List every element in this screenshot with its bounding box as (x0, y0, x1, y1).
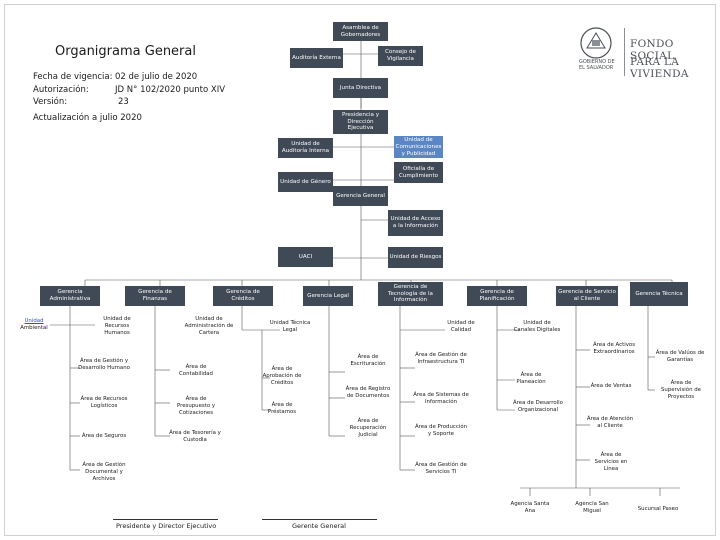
logo-name-line1: FONDO SOCIAL (630, 38, 675, 62)
logo-name-line2: PARA LA VIVIENDA (630, 56, 689, 80)
box-presidencia: Presidencia y Dirección Ejecutiva (333, 110, 388, 134)
actualizacion-text: Actualización a julio 2020 (33, 113, 142, 123)
autorizacion-value: JD N° 102/2020 punto XIV (115, 85, 226, 95)
unidad-link[interactable]: Unidad (24, 318, 44, 324)
item-registro: Área de Registro de Documentos (345, 386, 391, 400)
box-junta-directiva: Junta Directiva (333, 78, 388, 98)
box-auditoria-interna: Unidad de Auditoría Interna (278, 138, 333, 158)
item-atencion-cliente: Área de Atención al Cliente (586, 416, 634, 430)
item-activos-extraordinarios: Área de Activos Extraordinarios (592, 342, 636, 356)
box-acceso-informacion: Unidad de Acceso a la Información (388, 210, 443, 236)
item-gestion-documental: Área de Gestión Documental y Archivos (82, 462, 126, 483)
box-genero: Unidad de Género (278, 172, 333, 192)
item-recuperacion: Área de Recuperación Judicial (349, 418, 387, 439)
box-uaci: UACI (278, 247, 333, 267)
signature-left: Presidente y Director Ejecutivo (116, 522, 217, 530)
item-calidad: Unidad de Calidad (447, 320, 475, 334)
item-contabilidad: Área de Contabilidad (179, 364, 213, 378)
box-consejo-vigilancia: Consejo de Vigilancia (378, 46, 423, 66)
item-canales-digitales: Unidad de Canales Digitales (513, 320, 561, 334)
item-planeacion: Área de Planeación (516, 372, 546, 386)
item-produccion: Área de Producción y Soporte (414, 424, 468, 438)
item-aprobacion: Área de Aprobación de Créditos (262, 366, 302, 387)
item-agencia-santa-ana: Agencia Santa Ana (510, 501, 550, 515)
logo-divider (624, 28, 625, 76)
item-infraestructura: Área de Gestión de Infraestructura TI (415, 352, 467, 366)
box-cumplimiento: Oficialía de Cumplimiento (394, 162, 443, 183)
item-tesoreria: Área de Tesorería y Custodia (169, 430, 221, 444)
box-gerencia-general: Gerencia General (333, 186, 388, 206)
box-auditoria-externa: Auditoría Externa (290, 48, 343, 68)
box-gerencia-tecnologia: Gerencia de Tecnología de la Información (378, 282, 443, 306)
box-asamblea: Asamblea de Gobernadores (333, 22, 388, 41)
gov-line2: EL SALVADOR (579, 65, 614, 71)
item-recursos-humanos: Unidad de Recursos Humanos (103, 316, 131, 337)
item-presupuesto: Área de Presupuesto y Cotizaciones (176, 396, 216, 417)
autorizacion-row: Autorización: JD N° 102/2020 punto XIV (33, 85, 225, 95)
version-label: Versión: (33, 97, 68, 107)
item-valuos: Área de Valúos de Garantías (655, 350, 705, 364)
box-gerencia-tecnica: Gerencia Técnica (630, 282, 688, 306)
box-gerencia-legal: Gerencia Legal (303, 286, 353, 306)
item-desarrollo-organizacional: Área de Desarrollo Organizacional (513, 400, 563, 414)
item-supervision: Área de Supervisión de Proyectos (661, 380, 701, 401)
item-servicios-ti: Área de Gestión de Servicios TI (415, 462, 467, 476)
box-gerencia-creditos: Gerencia de Créditos (213, 286, 273, 306)
vigencia-value: 02 de julio de 2020 (115, 72, 198, 82)
box-riesgos: Unidad de Riesgos (388, 247, 443, 268)
box-comunicaciones: Unidad de Comunicaciones y Publicidad (394, 136, 443, 158)
item-ventas: Área de Ventas (590, 383, 632, 389)
coat-of-arms-icon (580, 27, 612, 59)
signature-line-right (262, 519, 377, 520)
item-escrituracion: Área de Escrituración (350, 354, 386, 368)
box-gerencia-finanzas: Gerencia de Finanzas (125, 286, 185, 306)
version-value: 23 (118, 97, 129, 107)
item-sistemas: Área de Sistemas de Información (413, 392, 469, 406)
box-gerencia-administrativa: Gerencia Administrativa (40, 286, 100, 306)
version-row: Versión: 23 (33, 97, 129, 107)
item-tecnica-legal: Unidad Técnica Legal (269, 320, 311, 334)
box-gerencia-planificacion: Gerencia de Planificación (467, 286, 527, 306)
item-recursos-logisticos: Área de Recursos Logísticos (80, 396, 128, 410)
box-gerencia-servicio: Gerencia de Servicio al Cliente (556, 286, 618, 306)
item-admin-cartera: Unidad de Administración de Cartera (184, 316, 234, 337)
vigencia-row: Fecha de vigencia: 02 de julio de 2020 (33, 72, 197, 82)
signature-right: Gerente General (292, 522, 346, 530)
item-unidad-ambiental: Unidad Ambiental (20, 318, 48, 332)
item-sucursal-paseo: Sucursal Paseo (637, 506, 679, 512)
item-seguros: Área de Seguros (81, 433, 127, 439)
page-frame (4, 4, 716, 536)
vigencia-label: Fecha de vigencia: (33, 72, 113, 82)
item-prestamos: Área de Préstamos (267, 402, 297, 416)
gov-line1: GOBIERNO DE (579, 59, 615, 65)
signature-line-left (113, 519, 218, 520)
autorizacion-label: Autorización: (33, 85, 89, 95)
page-title: Organigrama General (55, 44, 196, 59)
item-servicios-linea: Área de Servicios en Línea (594, 452, 628, 473)
item-gestion-desarrollo: Área de Gestión y Desarrollo Humano (78, 358, 130, 372)
item-agencia-san-miguel: Agencia San Miguel (575, 501, 609, 515)
